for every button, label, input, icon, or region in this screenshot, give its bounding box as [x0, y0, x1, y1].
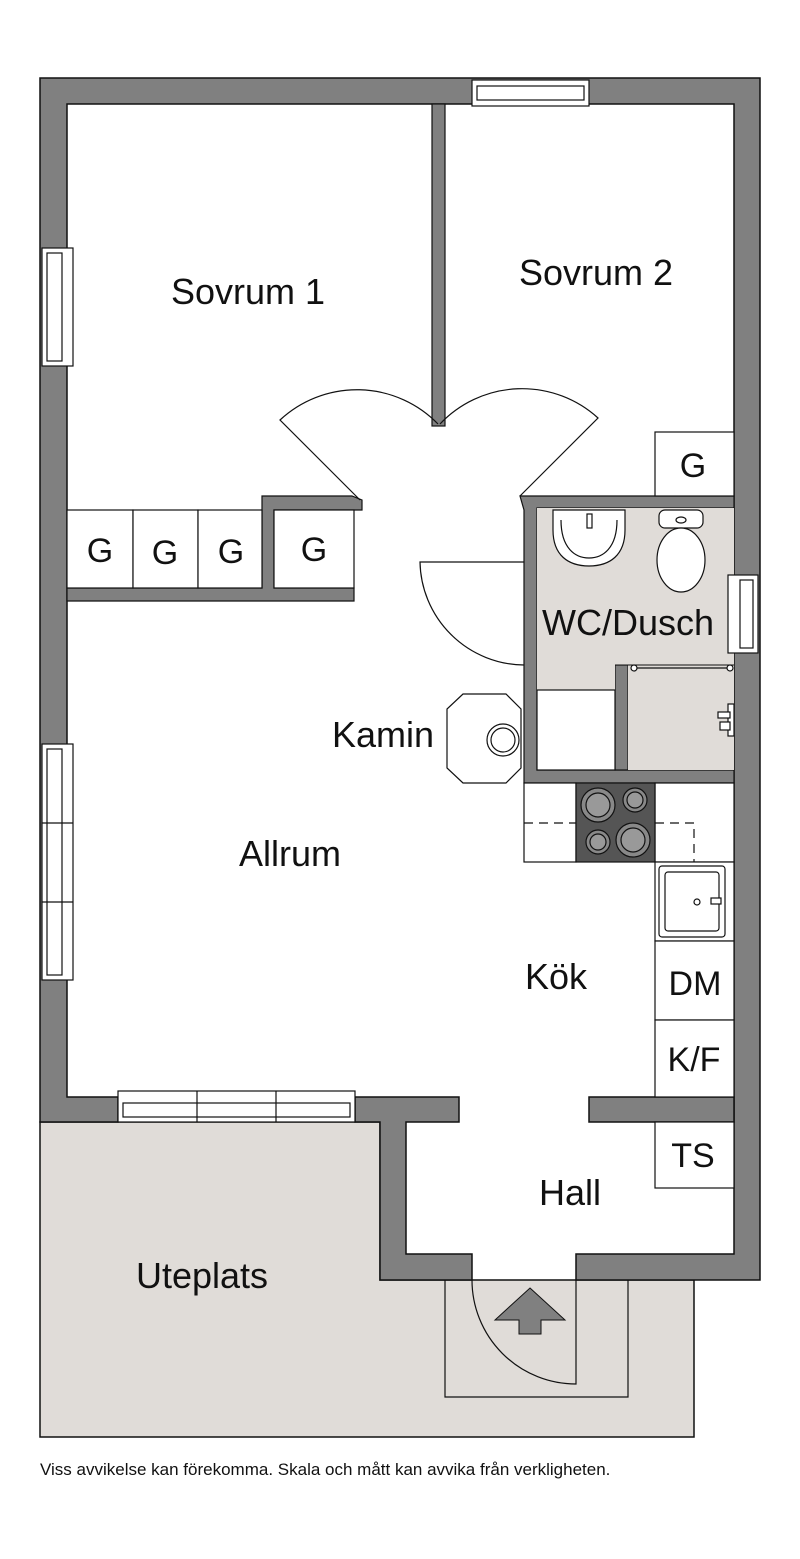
toilet-icon [656, 509, 706, 593]
window-left-lower [41, 743, 74, 981]
room-label-kamin: Kamin [332, 714, 434, 755]
door-sovrum-1 [279, 389, 439, 501]
room-label-hall: Hall [539, 1172, 601, 1213]
door-swings [279, 388, 599, 1385]
entrance [444, 1280, 629, 1398]
room-label-allrum: Allrum [239, 833, 341, 874]
stove-icon [575, 782, 656, 863]
room-label-uteplats: Uteplats [136, 1255, 268, 1296]
room-label-sovrum-1: Sovrum 1 [171, 271, 325, 312]
kitchen-sink-icon [658, 865, 726, 938]
wet-room-floor [536, 508, 734, 771]
wardrobe-label-4: G [301, 531, 327, 569]
wardrobe-label-3: G [218, 533, 244, 571]
windows [41, 79, 759, 1123]
window-bottom [117, 1090, 356, 1123]
window-left-upper [41, 247, 74, 367]
tumble-dryer-label: TS [671, 1137, 714, 1175]
room-label-sovrum-2: Sovrum 2 [519, 252, 673, 293]
room-label-kok: Kök [525, 956, 588, 997]
fridge-freezer-label: K/F [668, 1041, 721, 1079]
wardrobe-label-5: G [680, 447, 706, 485]
washbasin-icon [552, 509, 626, 567]
fireplace-icon [446, 693, 522, 784]
shower-mixer-icon [717, 703, 735, 737]
disclaimer-text: Viss avvikelse kan förekomma. Skala och … [40, 1460, 611, 1479]
window-right-wc [727, 574, 759, 654]
wardrobes [66, 431, 735, 589]
wardrobe-label-2: G [152, 534, 178, 572]
door-entrance [471, 1279, 577, 1385]
room-label-wc-dusch: WC/Dusch [542, 602, 714, 643]
door-sovrum-2 [439, 388, 599, 497]
door-wc [419, 561, 525, 666]
window-top [471, 79, 590, 107]
wardrobe-label-1: G [87, 532, 113, 570]
shower-rail [630, 664, 734, 672]
dishwasher-label: DM [669, 965, 722, 1003]
entrance-arrow-icon [493, 1287, 567, 1335]
